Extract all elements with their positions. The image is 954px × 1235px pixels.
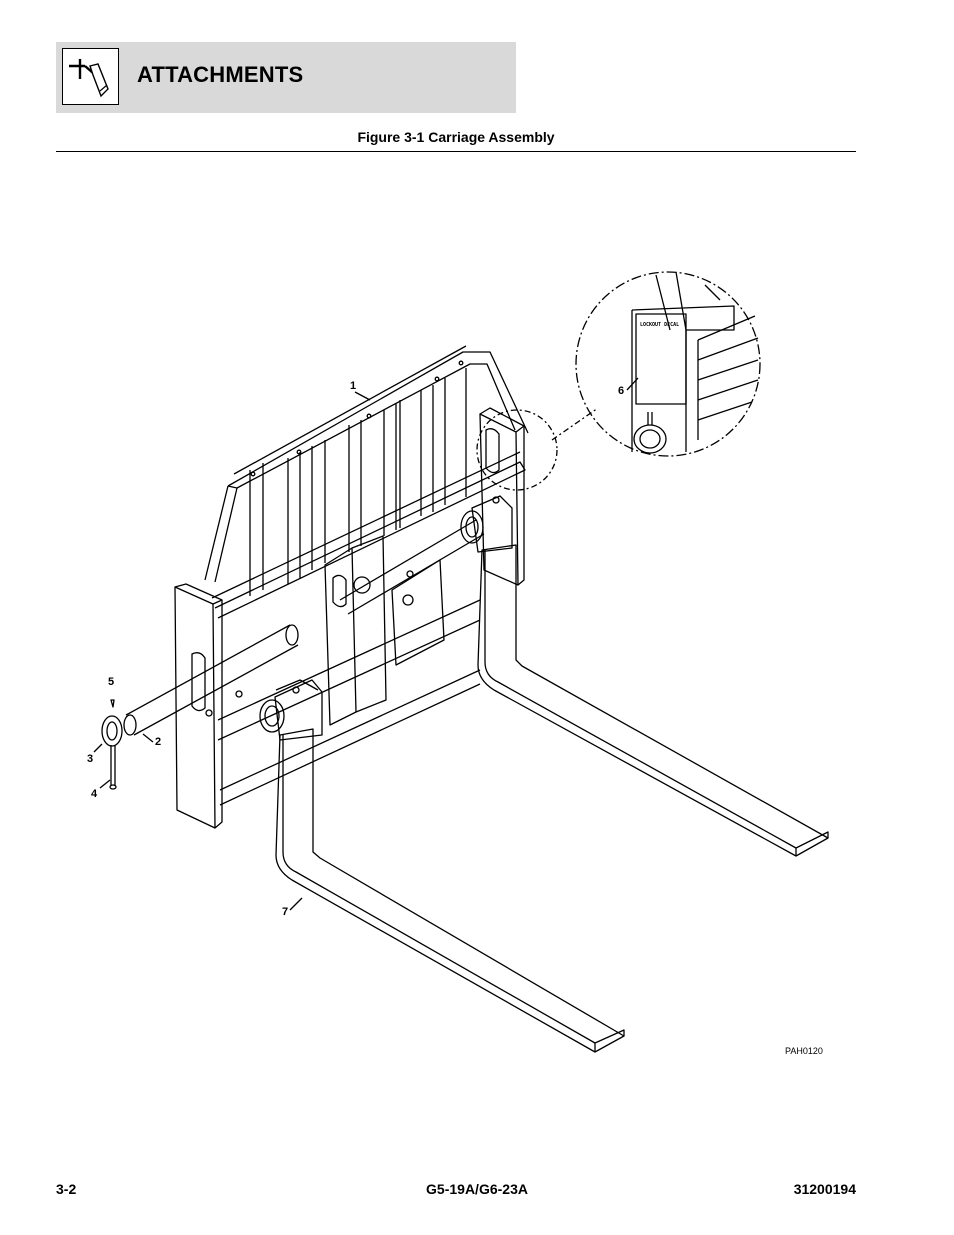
callout-6: 6: [618, 385, 624, 397]
attachment-section-icon: [62, 48, 119, 105]
decal-text: LOCKOUT DECAL: [640, 322, 679, 328]
figure-caption: Figure 3-1 Carriage Assembly: [357, 129, 555, 145]
section-title: ATTACHMENTS: [137, 62, 304, 87]
page-number: 3-2: [56, 1181, 77, 1197]
callout-2: 2: [155, 736, 161, 748]
callout-5: 5: [108, 676, 114, 688]
callout-7: 7: [282, 906, 288, 918]
callout-4: 4: [91, 788, 98, 800]
header-band: [56, 42, 516, 113]
model-number: G5-19A/G6-23A: [426, 1181, 528, 1197]
callout-3: 3: [87, 753, 93, 765]
document-number: 31200194: [793, 1181, 856, 1197]
header-divider: [56, 151, 856, 152]
callout-1: 1: [350, 380, 356, 392]
drawing-id: PAH0120: [785, 1046, 823, 1056]
